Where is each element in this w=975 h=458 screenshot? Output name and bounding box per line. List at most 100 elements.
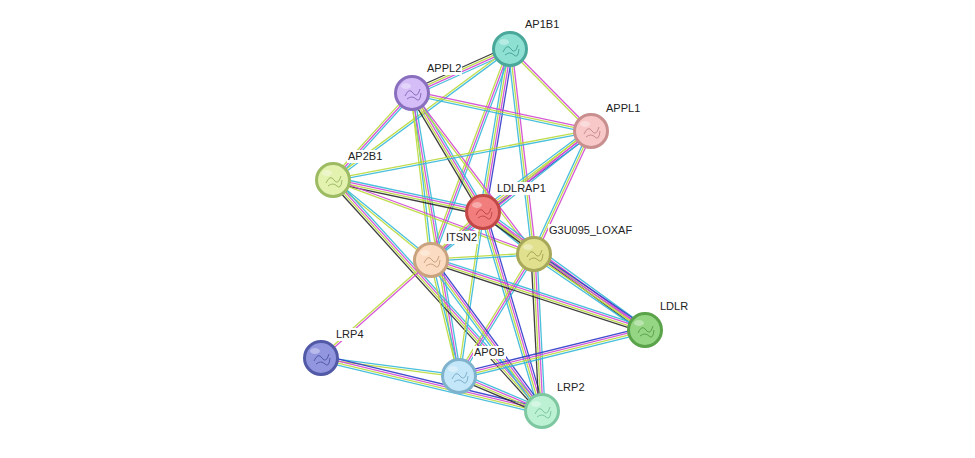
protein-node: APOB: [441, 358, 477, 394]
evidence-line: [344, 105, 401, 168]
protein-label: APPL2: [426, 62, 462, 75]
highlight: [401, 83, 411, 89]
interaction-edge: [333, 270, 420, 348]
highlight: [322, 170, 332, 176]
structure-glyph: [326, 176, 342, 187]
structure-glyph: [476, 208, 492, 219]
protein-node: LRP2: [524, 393, 560, 429]
evidence-line: [342, 194, 529, 401]
protein-circle: [413, 242, 449, 278]
interaction-edge: [438, 272, 534, 400]
evidence-line: [349, 182, 467, 207]
evidence-line: [473, 385, 526, 407]
protein-node: LRP4: [303, 340, 339, 376]
protein-node: ITSN2: [413, 242, 449, 278]
evidence-line: [333, 270, 418, 346]
structure-glyph: [584, 127, 600, 138]
evidence-line: [474, 383, 527, 405]
structure-glyph: [527, 250, 543, 261]
evidence-line: [512, 65, 532, 237]
interaction-edge: [345, 190, 419, 251]
protein-label: LRP2: [556, 381, 586, 394]
interaction-edge: [510, 65, 534, 238]
protein-circle: [573, 113, 609, 149]
evidence-line: [429, 94, 576, 125]
protein-circle: [516, 236, 552, 272]
protein-label: AP1B1: [524, 18, 560, 31]
structure-glyph: [503, 45, 519, 56]
highlight: [420, 250, 430, 256]
structure-glyph: [535, 407, 551, 418]
evidence-line: [532, 271, 538, 395]
structure-glyph: [452, 372, 468, 383]
protein-circle: [524, 393, 560, 429]
structure-glyph: [424, 256, 440, 267]
protein-label: ITSN2: [445, 231, 478, 244]
evidence-line: [521, 61, 579, 120]
highlight: [499, 39, 509, 45]
protein-node: G3U095_LOXAF: [516, 236, 552, 272]
interaction-edge: [447, 254, 517, 260]
evidence-line: [475, 380, 528, 402]
protein-circle: [465, 194, 501, 230]
evidence-line: [475, 381, 528, 403]
protein-label: APPL1: [605, 102, 641, 115]
evidence-line: [428, 96, 575, 127]
protein-circle: [315, 162, 351, 198]
protein-circle: [441, 358, 477, 394]
node-circle: [467, 196, 500, 229]
protein-circle: [492, 31, 528, 67]
evidence-line: [483, 65, 505, 195]
evidence-line: [460, 228, 479, 359]
node-circle: [396, 77, 429, 110]
evidence-line: [336, 365, 525, 410]
node-circle: [518, 238, 551, 271]
highlight: [531, 401, 541, 407]
structure-glyph: [638, 326, 654, 337]
evidence-line: [343, 104, 400, 167]
protein-label: APOB: [473, 346, 506, 359]
protein-circle: [394, 75, 430, 111]
interaction-edge: [421, 106, 525, 242]
evidence-line: [334, 272, 419, 348]
protein-node: LDLR: [627, 312, 663, 348]
protein-label: AP2B1: [347, 150, 383, 163]
interaction-edge: [473, 380, 528, 408]
evidence-line: [337, 359, 442, 373]
structure-glyph: [405, 89, 421, 100]
protein-node: AP2B1: [315, 162, 351, 198]
evidence-line: [428, 98, 575, 129]
evidence-line: [440, 274, 531, 398]
evidence-line: [510, 66, 530, 238]
evidence-line: [427, 55, 495, 85]
protein-node: AP1B1: [492, 31, 528, 67]
highlight: [448, 366, 458, 372]
protein-node: LDLRAP1: [465, 194, 501, 230]
evidence-line: [489, 66, 511, 196]
evidence-line: [485, 65, 507, 195]
highlight: [523, 244, 533, 250]
evidence-line: [438, 275, 529, 399]
highlight: [580, 121, 590, 127]
evidence-line: [443, 272, 534, 396]
protein-label: LDLRAP1: [496, 182, 547, 195]
interaction-edge: [336, 359, 526, 410]
evidence-line: [421, 107, 523, 242]
protein-node: APPL2: [394, 75, 430, 111]
interaction-edge: [428, 94, 576, 129]
interaction-edge: [348, 185, 519, 249]
protein-label: G3U095_LOXAF: [548, 224, 633, 237]
interaction-edge: [446, 262, 631, 327]
node-circle: [526, 395, 559, 428]
node-circle: [415, 244, 448, 277]
protein-circle: [303, 340, 339, 376]
node-circle: [494, 33, 527, 66]
highlight: [634, 320, 644, 326]
node-circle: [443, 360, 476, 393]
interaction-edge: [343, 104, 403, 169]
evidence-line: [487, 65, 509, 195]
interaction-edge: [521, 60, 580, 120]
evidence-line: [426, 53, 494, 83]
protein-label: LRP4: [335, 328, 365, 341]
